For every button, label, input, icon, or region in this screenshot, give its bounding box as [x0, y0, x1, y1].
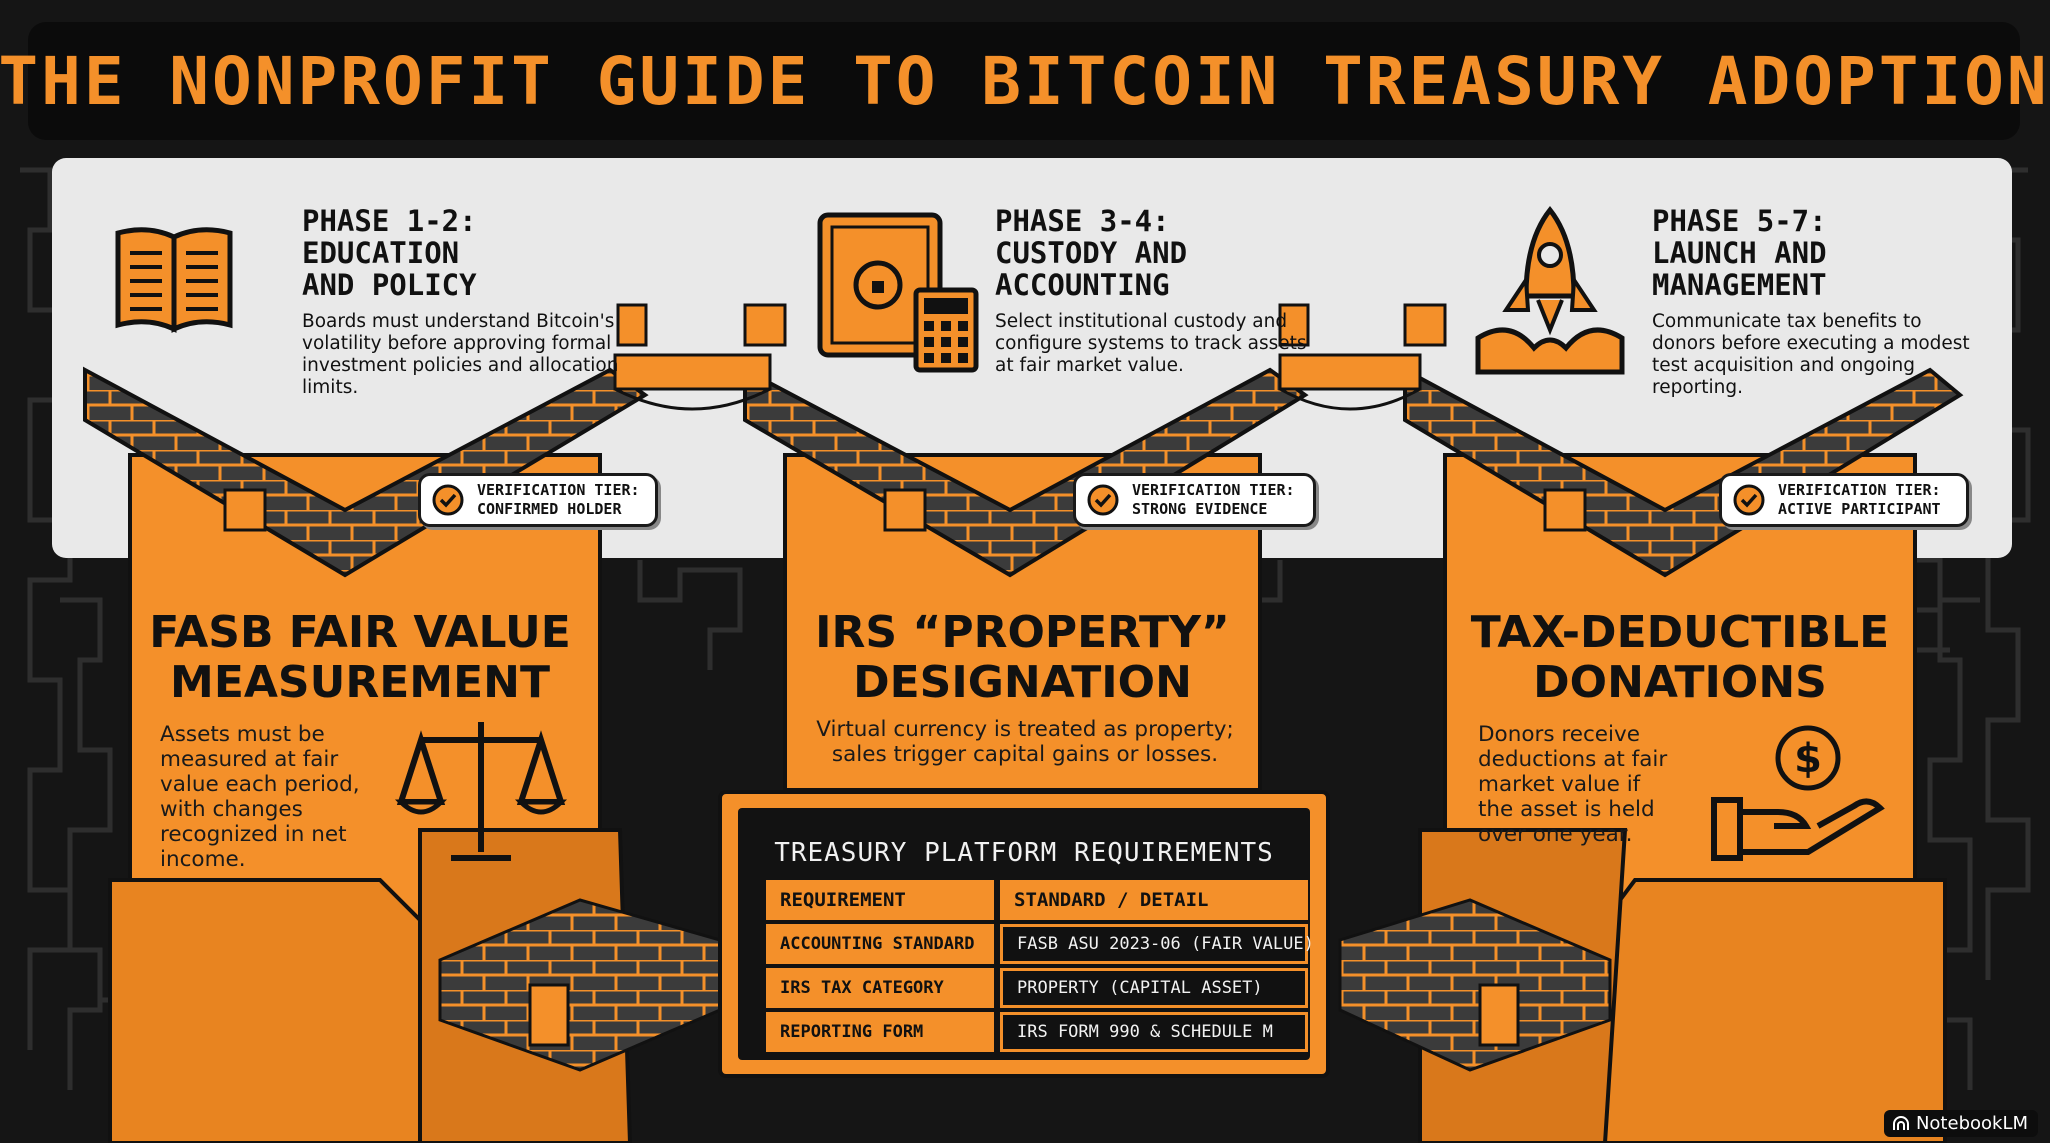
phase-description: Communicate tax benefits to donors befor…: [1652, 311, 1970, 398]
page-title: THE NONPROFIT GUIDE TO BITCOIN TREASURY …: [0, 42, 2050, 120]
table-cell: ACCOUNTING STANDARD: [766, 924, 994, 964]
safe-calculator-icon: [817, 212, 979, 373]
scales-icon: [394, 722, 568, 861]
phase-custody-accounting: PHASE 3-4: CUSTODY AND ACCOUNTING Select…: [995, 205, 1315, 377]
badge-label: VERIFICATION TIER: STRONG EVIDENCE: [1132, 481, 1295, 518]
pillar-title-fasb: FASB FAIR VALUE MEASUREMENT: [149, 607, 571, 708]
header-cell: STANDARD / DETAIL: [1000, 880, 1308, 920]
pillar-title-tax: TAX-DEDUCTIBLE DONATIONS: [1470, 607, 1890, 708]
verification-badge-confirmed: VERIFICATION TIER: CONFIRMED HOLDER: [418, 473, 658, 527]
phase-launch-management: PHASE 5-7: LAUNCH AND MANAGEMENT Communi…: [1652, 205, 1972, 399]
phase-description: Select institutional custody and configu…: [995, 311, 1307, 376]
requirements-title: TREASURY PLATFORM REQUIREMENTS: [774, 838, 1274, 868]
notebooklm-logo-icon: [1892, 1115, 1909, 1130]
check-circle-icon: [1733, 484, 1765, 516]
table-row: REPORTING FORM IRS FORM 990 & SCHEDULE M: [766, 1012, 1308, 1052]
table-cell: PROPERTY (CAPITAL ASSET): [1000, 968, 1308, 1008]
pillar-description-irs: Virtual currency is treated as property;…: [816, 717, 1234, 767]
table-cell: FASB ASU 2023-06 (FAIR VALUE): [1000, 924, 1314, 964]
badge-label: VERIFICATION TIER: CONFIRMED HOLDER: [477, 481, 640, 518]
verification-badge-strong: VERIFICATION TIER: STRONG EVIDENCE: [1073, 473, 1316, 527]
title-bar: THE NONPROFIT GUIDE TO BITCOIN TREASURY …: [0, 22, 2047, 140]
requirements-table: TREASURY PLATFORM REQUIREMENTS REQUIREME…: [718, 790, 1330, 1078]
verification-badge-active: VERIFICATION TIER: ACTIVE PARTICIPANT: [1719, 473, 1969, 527]
open-book-icon: [115, 227, 233, 333]
header-cell: REQUIREMENT: [766, 880, 994, 920]
table-cell: IRS FORM 990 & SCHEDULE M: [1000, 1012, 1308, 1052]
pillar-description-tax: Donors receive deductions at fair market…: [1478, 722, 1668, 847]
hand-coin-icon: $: [1711, 725, 1885, 861]
pillar-description-fasb: Assets must be measured at fair value ea…: [160, 722, 360, 872]
check-circle-icon: [432, 484, 464, 516]
pillar-title-irs: IRS “PROPERTY” DESIGNATION: [815, 607, 1230, 708]
phase-title: PHASE 1-2: EDUCATION AND POLICY: [302, 204, 477, 302]
rocket-launch-icon: [1475, 205, 1625, 375]
table-cell: REPORTING FORM: [766, 1012, 994, 1052]
requirements-screen: TREASURY PLATFORM REQUIREMENTS REQUIREME…: [738, 808, 1314, 1060]
badge-label: VERIFICATION TIER: ACTIVE PARTICIPANT: [1778, 481, 1941, 518]
notebooklm-watermark: NotebookLM: [1883, 1110, 2038, 1137]
watermark-label: NotebookLM: [1915, 1113, 2028, 1134]
table-row: ACCOUNTING STANDARD FASB ASU 2023-06 (FA…: [766, 924, 1314, 964]
table-cell: IRS TAX CATEGORY: [766, 968, 994, 1008]
table-row: IRS TAX CATEGORY PROPERTY (CAPITAL ASSET…: [766, 968, 1308, 1008]
phase-title: PHASE 3-4: CUSTODY AND ACCOUNTING: [995, 204, 1188, 302]
phase-title: PHASE 5-7: LAUNCH AND MANAGEMENT: [1652, 204, 1827, 302]
table-header-row: REQUIREMENT STANDARD / DETAIL: [766, 880, 1308, 920]
phase-education-policy: PHASE 1-2: EDUCATION AND POLICY Boards m…: [302, 205, 622, 399]
phase-description: Boards must understand Bitcoin's volatil…: [302, 311, 619, 398]
svg-text:$: $: [1794, 736, 1822, 782]
check-circle-icon: [1087, 484, 1119, 516]
